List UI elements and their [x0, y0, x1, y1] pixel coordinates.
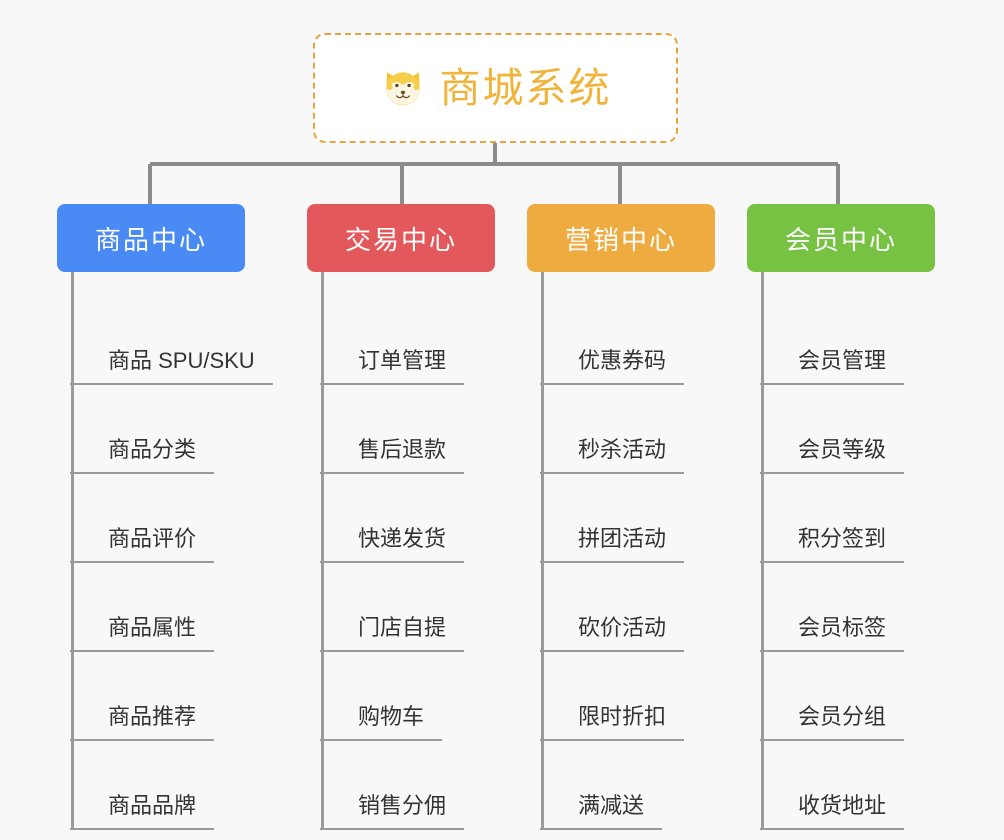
branch-item[interactable]: 商品分类: [69, 385, 245, 474]
branch-item[interactable]: 拼团活动: [539, 474, 715, 563]
branch-item[interactable]: 商品品牌: [69, 741, 245, 830]
branch-item[interactable]: 商品评价: [69, 474, 245, 563]
branch-item-label: 会员分组: [759, 699, 905, 741]
branch-item-label: 快递发货: [319, 521, 465, 563]
branch-item[interactable]: 售后退款: [319, 385, 495, 474]
branch-item-label: 会员标签: [759, 610, 905, 652]
branch-header-label: 营销中心: [564, 224, 677, 255]
branch-item[interactable]: 销售分佣: [319, 741, 495, 830]
branch-item[interactable]: 订单管理: [319, 296, 495, 385]
branch-marketing: 营销中心 优惠券码 秒杀活动 拼团活动 砍价活动 限时折扣: [527, 204, 715, 830]
branch-item-label: 收货地址: [759, 788, 905, 830]
branch-item[interactable]: 门店自提: [319, 563, 495, 652]
branch-products: 商品中心 商品 SPU/SKU 商品分类 商品评价 商品属性 商品推荐: [57, 204, 273, 830]
branch-item[interactable]: 购物车: [319, 652, 495, 741]
branch-item[interactable]: 会员分组: [759, 652, 935, 741]
branch-item[interactable]: 限时折扣: [539, 652, 715, 741]
branch-item[interactable]: 会员管理: [759, 296, 935, 385]
branch-item-label: 会员管理: [759, 343, 905, 385]
branch-item-label: 商品品牌: [69, 788, 215, 830]
branch-header-products[interactable]: 商品中心: [57, 204, 245, 272]
branch-member: 会员中心 会员管理 会员等级 积分签到 会员标签 会员分组: [747, 204, 935, 830]
branch-item-label: 订单管理: [319, 343, 465, 385]
branch-item-label: 商品分类: [69, 432, 215, 474]
branch-item-label: 商品属性: [69, 610, 215, 652]
branch-item-label: 门店自提: [319, 610, 465, 652]
branch-item[interactable]: 商品 SPU/SKU: [70, 296, 273, 385]
branch-item[interactable]: 优惠券码: [539, 296, 715, 385]
branch-item-label: 优惠券码: [539, 343, 685, 385]
branch-item-label: 购物车: [319, 699, 443, 741]
branch-item-label: 商品 SPU/SKU: [70, 343, 273, 385]
branch-trade: 交易中心 订单管理 售后退款 快递发货 门店自提 购物车: [307, 204, 495, 830]
branch-item-label: 销售分佣: [319, 788, 465, 830]
branch-items-member: 会员管理 会员等级 积分签到 会员标签 会员分组 收货地址: [759, 272, 935, 830]
branch-item[interactable]: 快递发货: [319, 474, 495, 563]
branch-item-label: 商品评价: [69, 521, 215, 563]
branch-item-label: 限时折扣: [539, 699, 685, 741]
branch-item[interactable]: 商品属性: [69, 563, 245, 652]
branch-item-label: 会员等级: [759, 432, 905, 474]
branch-items-products: 商品 SPU/SKU 商品分类 商品评价 商品属性 商品推荐 商品品牌: [69, 272, 273, 830]
branch-item-label: 积分签到: [759, 521, 905, 563]
shiba-dog-icon: [385, 72, 420, 106]
branch-items-trade: 订单管理 售后退款 快递发货 门店自提 购物车 销售分佣: [319, 272, 495, 830]
branch-header-label: 会员中心: [784, 224, 897, 255]
branch-item[interactable]: 会员等级: [759, 385, 935, 474]
branch-item[interactable]: 秒杀活动: [539, 385, 715, 474]
branch-item-label: 拼团活动: [539, 521, 685, 563]
branch-header-trade[interactable]: 交易中心: [307, 204, 495, 272]
branch-item-label: 售后退款: [319, 432, 465, 474]
branch-item[interactable]: 满减送: [539, 741, 715, 830]
branch-item[interactable]: 积分签到: [759, 474, 935, 563]
branch-header-marketing[interactable]: 营销中心: [527, 204, 715, 272]
branch-header-label: 商品中心: [94, 224, 207, 255]
branch-header-label: 交易中心: [344, 224, 457, 255]
root-node[interactable]: 商城系统: [313, 33, 678, 143]
branch-item-label: 砍价活动: [539, 610, 685, 652]
branch-items-marketing: 优惠券码 秒杀活动 拼团活动 砍价活动 限时折扣 满减送: [539, 272, 715, 830]
branch-item-label: 秒杀活动: [539, 432, 685, 474]
root-title: 商城系统: [439, 64, 612, 111]
branch-item[interactable]: 商品推荐: [69, 652, 245, 741]
branch-item[interactable]: 砍价活动: [539, 563, 715, 652]
branch-item[interactable]: 会员标签: [759, 563, 935, 652]
branch-item[interactable]: 收货地址: [759, 741, 935, 830]
branch-item-label: 商品推荐: [69, 699, 215, 741]
branch-item-label: 满减送: [539, 788, 663, 830]
branch-header-member[interactable]: 会员中心: [747, 204, 935, 272]
